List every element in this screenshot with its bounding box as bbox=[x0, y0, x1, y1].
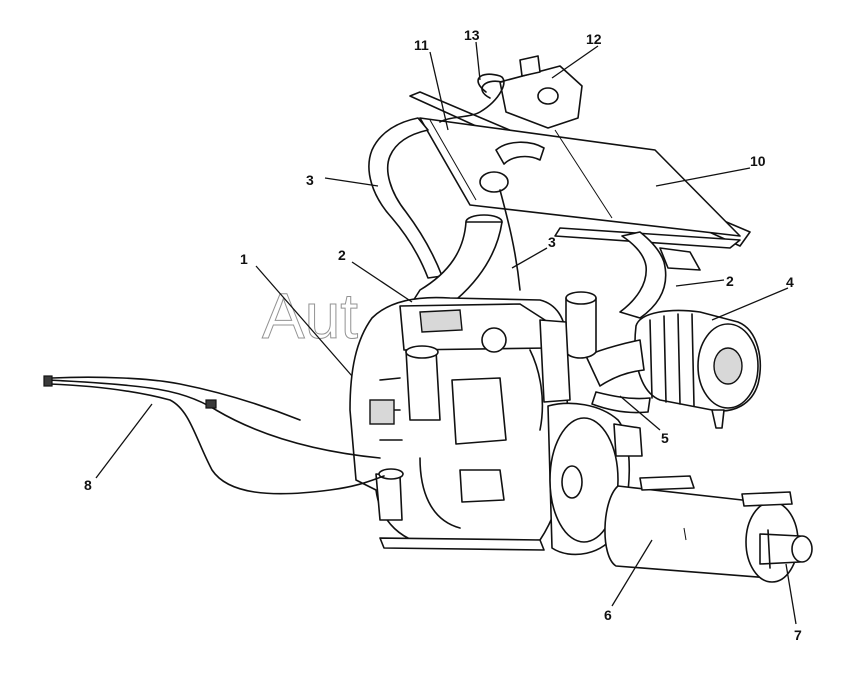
callout-2-intake: 2 bbox=[338, 247, 346, 263]
radiator bbox=[409, 91, 751, 249]
engine-block bbox=[349, 291, 597, 551]
callout-12: 12 bbox=[586, 31, 602, 47]
callout-7: 7 bbox=[794, 627, 802, 643]
upper-hose-left bbox=[368, 117, 443, 279]
callout-1: 1 bbox=[240, 251, 248, 267]
leader-lines bbox=[95, 41, 797, 625]
callout-4: 4 bbox=[786, 274, 794, 290]
callout-5: 5 bbox=[661, 430, 669, 446]
tailpipe bbox=[759, 529, 813, 569]
callout-10: 10 bbox=[750, 153, 766, 169]
muffler bbox=[604, 475, 799, 583]
charge-air-hose-right bbox=[619, 231, 701, 319]
expansion-tank bbox=[499, 55, 583, 129]
watermark-text: Aut bbox=[262, 280, 358, 352]
callout-2-right-hose: 2 bbox=[726, 273, 734, 289]
flywheel-housing bbox=[547, 402, 643, 556]
callout-11: 11 bbox=[414, 37, 429, 53]
center-hose bbox=[479, 141, 545, 291]
intake-lower-hose bbox=[585, 339, 651, 414]
callout-13: 13 bbox=[464, 27, 480, 43]
wiring-harness bbox=[43, 349, 544, 529]
callout-6: 6 bbox=[604, 607, 612, 623]
callout-8: 8 bbox=[84, 477, 92, 493]
air-filter bbox=[634, 309, 761, 429]
callout-3-center-hose: 3 bbox=[548, 234, 556, 250]
callout-3-left-hose: 3 bbox=[306, 172, 314, 188]
